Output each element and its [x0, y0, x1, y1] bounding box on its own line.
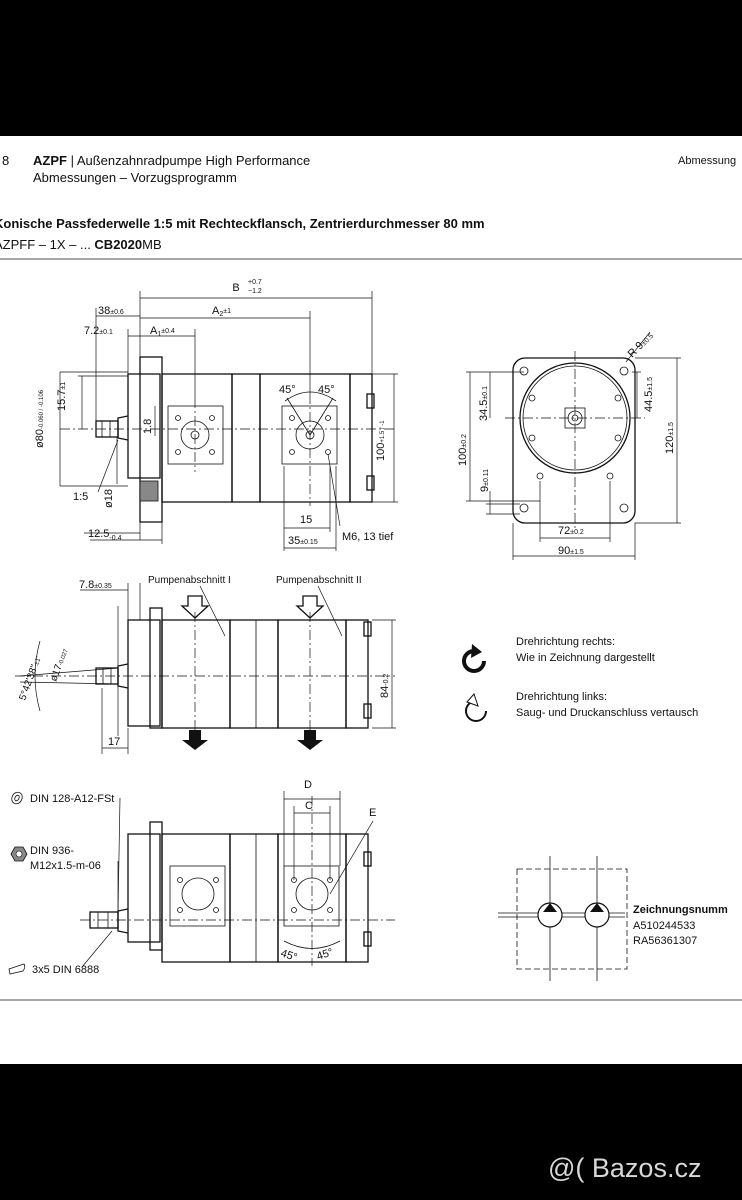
side-view-top	[59, 291, 398, 551]
rotation-left-title: Drehrichtung links:	[516, 691, 607, 703]
label-e: E	[369, 807, 376, 819]
rotation-left-desc: Saug- und Druckanschluss vertausch	[516, 707, 698, 719]
side-view-sections	[15, 583, 396, 754]
drawing-sheet: 8 AZPF | Außenzahnradpumpe High Performa…	[0, 136, 742, 1064]
dim-dia18: ø18	[103, 489, 115, 508]
clockwise-arrow-icon	[462, 644, 486, 673]
technical-drawing: B +0.7 −1.2 38±0.6 A2±1 7.2±0.1 A1±0.4 1…	[0, 258, 742, 1001]
dim-44-5: 44.5±1.5	[643, 377, 655, 412]
dim-15-7: 15.7±1	[56, 382, 68, 411]
flange-plate	[512, 357, 636, 524]
dim-7-8: 7.8±0.35	[79, 579, 112, 591]
title-separator: |	[66, 153, 77, 168]
rotation-right-desc: Wie in Zeichnung dargestellt	[516, 652, 655, 664]
document-title: AZPF | Außenzahnradpumpe High Performanc…	[33, 153, 310, 168]
type-code-suffix: MB	[142, 237, 162, 252]
product-subtitle: Außenzahnradpumpe High Performance	[76, 153, 311, 168]
bolt-head-1	[366, 393, 375, 409]
right-header: Abmessung	[678, 155, 737, 167]
dim-r9: R 9±0.5	[626, 330, 656, 360]
rotation-right-title: Drehrichtung rechts:	[516, 636, 615, 648]
part-din-6888: 3x5 DIN 6888	[32, 964, 99, 976]
dim-120: 120±1.5	[664, 422, 676, 454]
dim-a2: A2±1	[212, 305, 231, 318]
inlet-arrow-2	[295, 595, 325, 619]
dim-9: 9±0.11	[479, 469, 491, 492]
dim-90: 90±1.5	[558, 545, 584, 557]
label-pumpenabschnitt-1: Pumpenabschnitt I	[148, 575, 231, 586]
dim-35: 35±0.15	[288, 535, 318, 547]
drawing-number-2: RA56361307	[633, 935, 697, 947]
part-din-936-b: M12x1.5-m-06	[30, 860, 101, 872]
dim-100a: 100+1.5 / -1	[375, 420, 387, 461]
end-cover	[349, 373, 373, 503]
dim-12-5: 12.5-0.4	[88, 528, 122, 542]
part-din-936-a: DIN 936-	[30, 845, 74, 857]
dim-dia17: ø17-0.027	[48, 646, 70, 683]
dim-b-tol-upper: +0.7	[248, 279, 262, 286]
dim-72: 72±0.2	[558, 525, 584, 537]
bazos-watermark: @( Bazos.cz	[548, 1153, 702, 1183]
dim-84: 84-0.2	[379, 674, 391, 698]
outlet-arrow-1	[182, 730, 208, 750]
dim-34-5: 34.5±0.1	[478, 386, 490, 421]
outlet-arrow-2	[297, 730, 323, 750]
dim-38: 38±0.6	[98, 305, 124, 317]
dim-1-8: 1.8	[142, 419, 154, 434]
port-flange-1	[167, 398, 224, 472]
shaft-taper	[117, 415, 129, 441]
angle-45a: 45°	[279, 384, 296, 396]
type-code-bold: CB2020	[94, 237, 143, 252]
washer-icon	[11, 791, 23, 805]
label-c: C	[305, 800, 313, 812]
body-spacer	[231, 373, 261, 503]
angle-45d: 45°	[315, 946, 335, 963]
angle-45c: 45°	[279, 947, 299, 964]
drawing-numbers-title: Zeichnungsnumm	[633, 904, 728, 916]
brand-name: AZPF	[33, 153, 67, 168]
type-code: AZPFF – 1X – ... CB2020MB	[0, 237, 162, 252]
drawing-number-1: A510244533	[633, 920, 695, 932]
bolt-head-2	[366, 475, 375, 491]
flange-front-view	[466, 331, 681, 560]
drawing-heading: Konische Passfederwelle 1:5 mit Rechteck…	[0, 216, 485, 231]
dim-a1: A1±0.4	[150, 325, 175, 338]
dim-dia80: ø80-0.060 / -0.106	[34, 389, 46, 448]
flange-front-2	[127, 619, 161, 727]
inlet-arrow-1	[180, 595, 210, 619]
dim-15: 15	[300, 514, 312, 526]
section-title: Abmessungen – Vorzugsprogramm	[33, 170, 237, 185]
hydraulic-symbol	[498, 856, 628, 981]
counterclockwise-arrow-icon	[465, 693, 487, 722]
body-section-2	[259, 373, 351, 503]
dim-17: 17	[108, 736, 120, 748]
port-flange-2	[281, 391, 338, 506]
dim-7-2: 7.2±0.1	[84, 325, 113, 337]
woodruff-key-icon	[8, 963, 26, 975]
flange-front	[127, 373, 161, 479]
type-code-prefix: AZPFF – 1X – ...	[0, 237, 95, 252]
hex-nut-icon	[10, 846, 28, 862]
dim-b: B	[232, 282, 239, 294]
part-din-128: DIN 128-A12-FSt	[30, 793, 114, 805]
thread-m6: M6, 13 tief	[342, 531, 394, 543]
ratio-1-5: 1:5	[73, 491, 88, 503]
label-d: D	[304, 779, 312, 791]
bottom-view	[80, 791, 395, 968]
flange-shaded-area	[139, 480, 159, 502]
dim-b-tol-lower: −1.2	[248, 288, 262, 295]
angle-5-42: 5°42'38"±1'	[17, 655, 43, 702]
page-number: 8	[2, 153, 10, 168]
label-pumpenabschnitt-2: Pumpenabschnitt II	[276, 575, 362, 586]
dim-100b: 100±0.2	[457, 434, 469, 466]
angle-45b: 45°	[318, 384, 335, 396]
